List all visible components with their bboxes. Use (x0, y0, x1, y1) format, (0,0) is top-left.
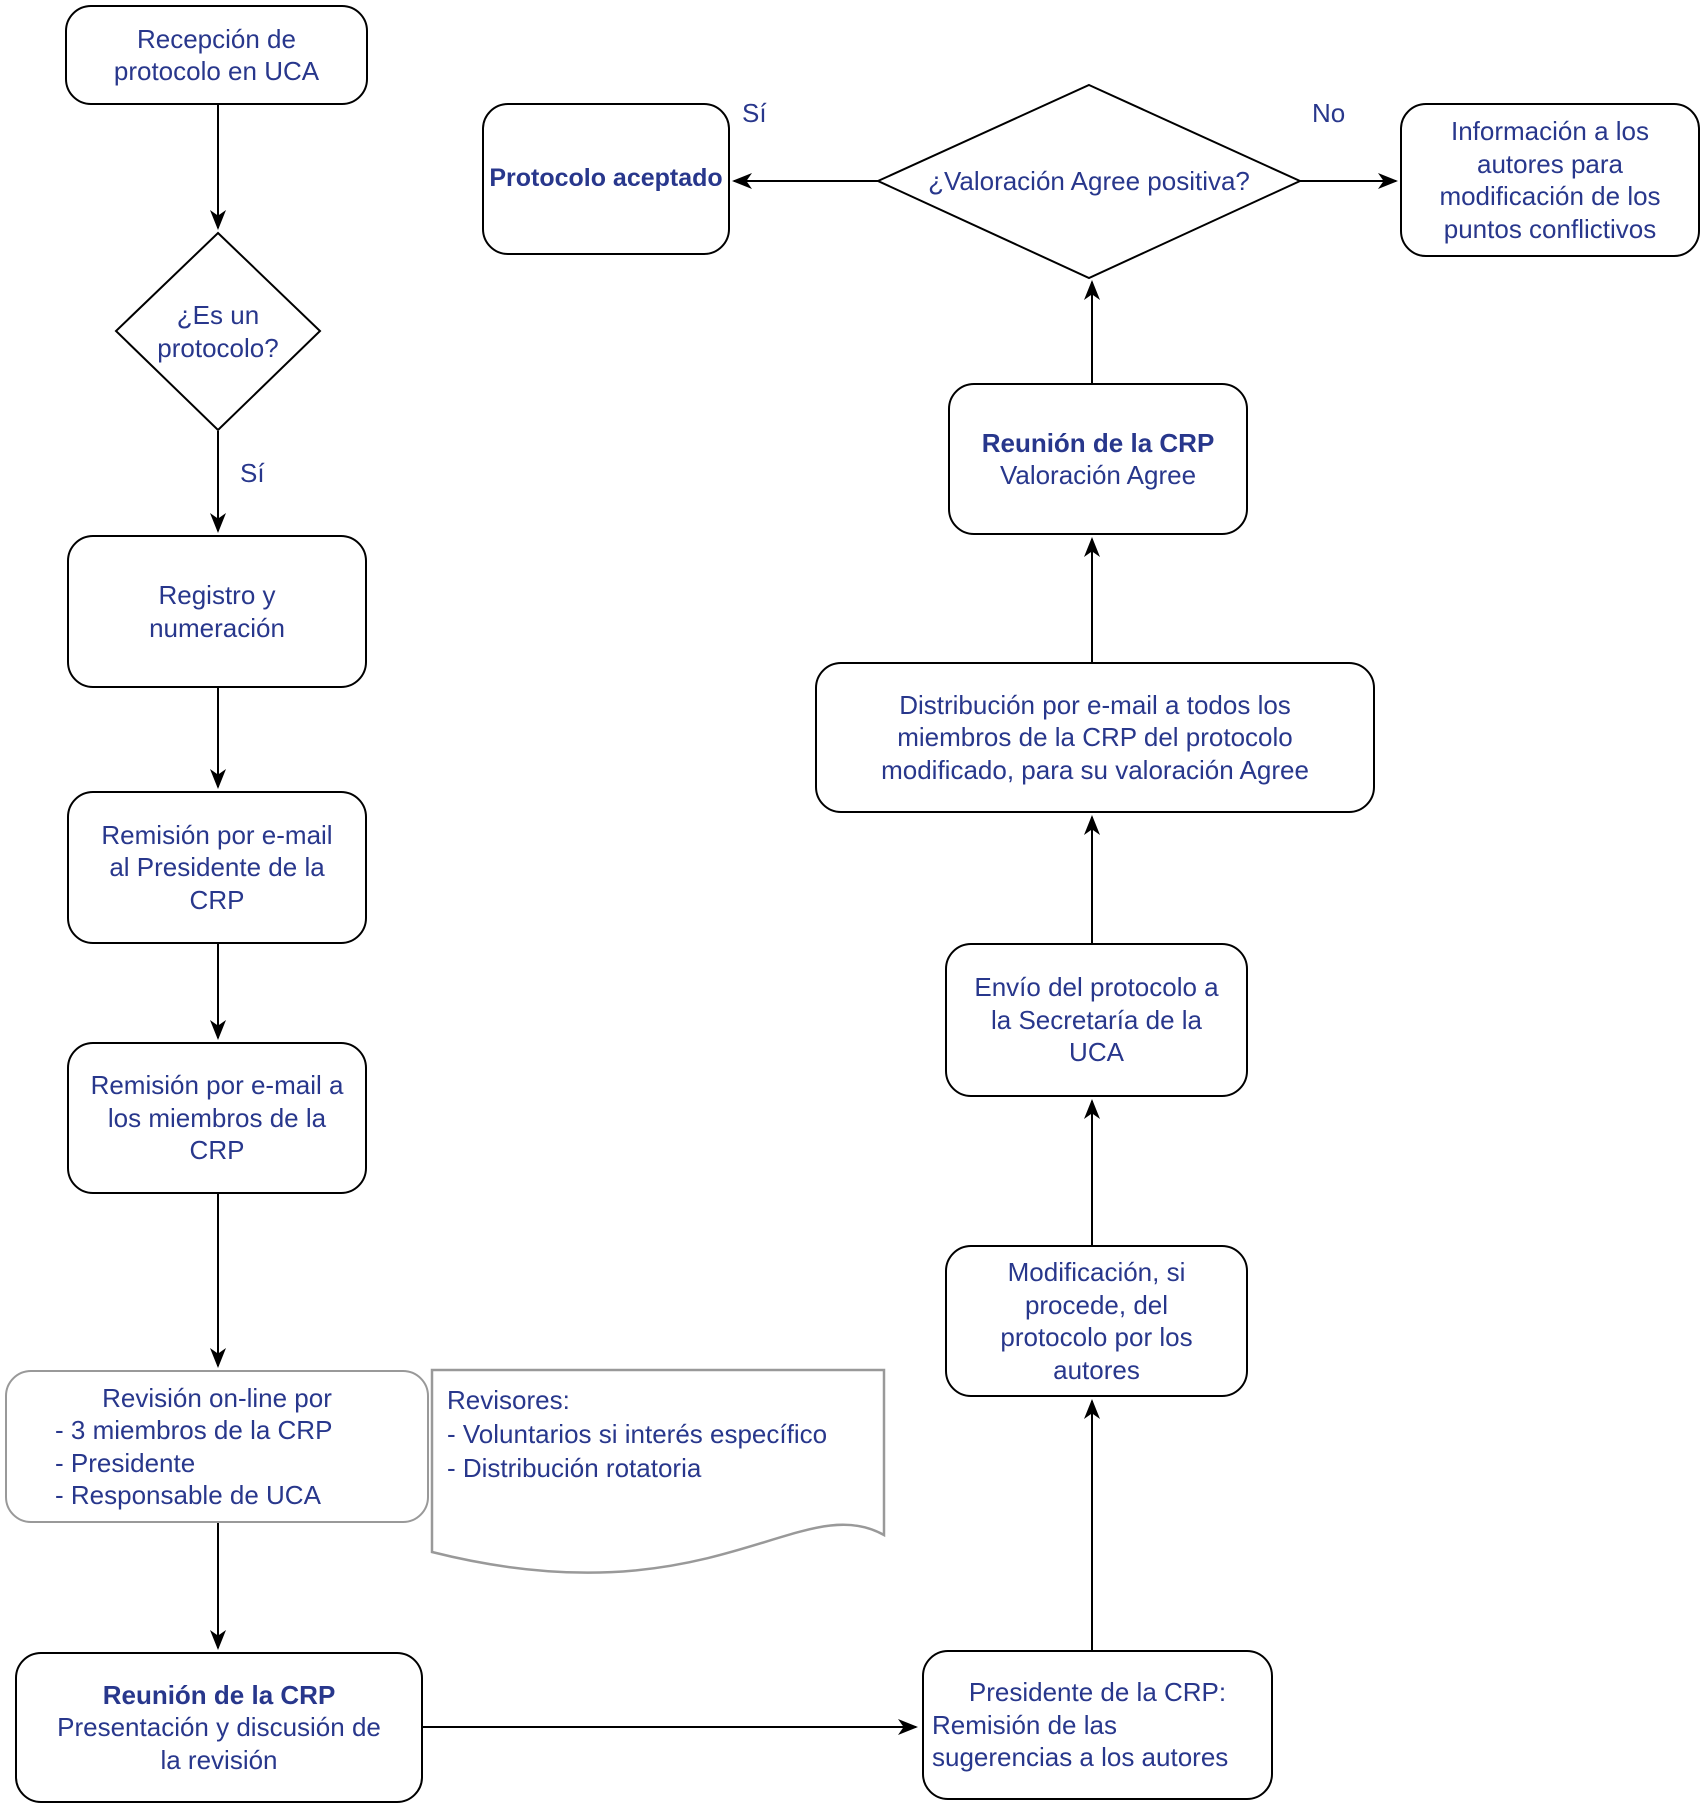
note-revisores: Revisores: - Voluntarios si interés espe… (447, 1384, 877, 1485)
node-reunion-presentacion: Reunión de la CRP Presentación y discusi… (15, 1652, 423, 1803)
revision-item: - Presidente (55, 1447, 196, 1478)
reunion-presentacion-title: Reunión de la CRP (102, 1679, 336, 1710)
reunion-valoracion-subtitle: Valoración Agree (999, 460, 1197, 490)
node-informacion-autores: Información a los autores para modificac… (1400, 103, 1700, 257)
node-modificacion-autores: Modificación, si procede, del protocolo … (945, 1245, 1248, 1397)
node-remision-presidente: Remisión por e-mail al Presidente de la … (67, 791, 367, 944)
edge-label-si-protocolo: Sí (240, 458, 265, 488)
presidente-title: Presidente de la CRP: (968, 1677, 1227, 1708)
revisores-item: - Voluntarios si interés específico (447, 1418, 828, 1449)
note-document-shape (430, 1368, 886, 1574)
node-recepcion-protocolo: Recepción de protocolo en UCA (65, 5, 368, 105)
node-distribucion-email: Distribución por e-mail a todos los miem… (815, 662, 1375, 813)
revision-item: - 3 miembros de la CRP (55, 1415, 333, 1445)
reunion-presentacion-subtitle: Presentación y discusión de la revisión (57, 1712, 381, 1775)
edge-label-no-valoracion: No (1312, 98, 1346, 128)
node-reunion-valoracion: Reunión de la CRP Valoración Agree (948, 383, 1248, 535)
decision-valoracion-label: ¿Valoración Agree positiva? (928, 166, 1250, 197)
revisores-title: Revisores: (447, 1385, 570, 1415)
revision-item: - Responsable de UCA (55, 1480, 321, 1510)
node-revision-online: Revisión on-line por - 3 miembros de la … (5, 1370, 429, 1523)
node-envio-secretaria: Envío del protocolo a la Secretaría de l… (945, 943, 1248, 1097)
revision-title: Revisión on-line por (102, 1382, 332, 1413)
node-remision-miembros: Remisión por e-mail a los miembros de la… (67, 1042, 367, 1194)
node-protocolo-aceptado: Protocolo aceptado (482, 103, 730, 255)
decision-es-protocolo-label: ¿Es un protocolo? (157, 300, 279, 363)
decision-diamond-es-protocolo (114, 231, 322, 432)
reunion-valoracion-title: Reunión de la CRP (981, 427, 1215, 458)
edge-label-si-valoracion: Sí (742, 98, 767, 128)
decision-diamond-valoracion (875, 83, 1303, 280)
presidente-lines: Remisión de las sugerencias a los autore… (932, 1709, 1229, 1773)
node-presidente-remision: Presidente de la CRP: Remisión de las su… (922, 1650, 1273, 1800)
node-registro-numeracion: Registro y numeración (67, 535, 367, 688)
revisores-item: - Distribución rotatoria (447, 1452, 702, 1483)
